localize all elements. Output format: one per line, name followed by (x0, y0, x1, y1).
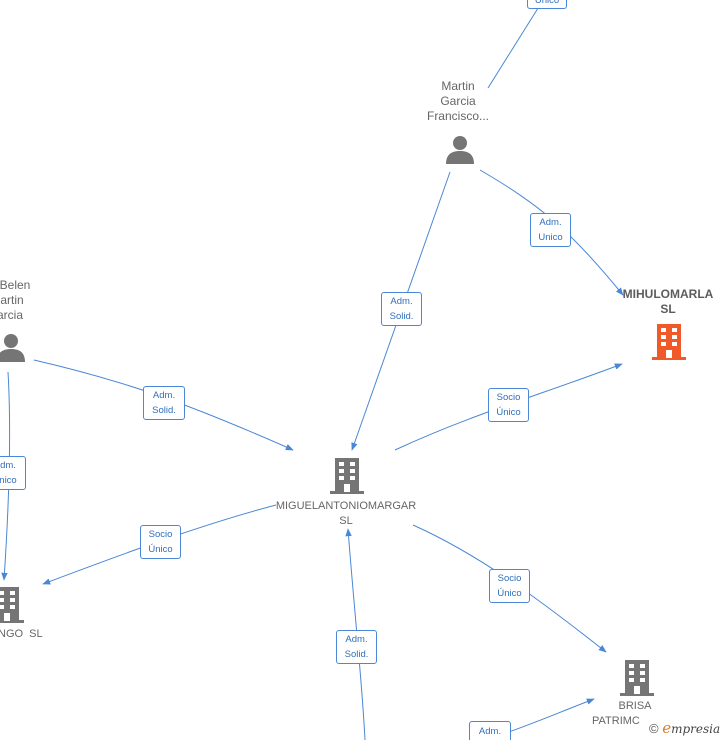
edge-label-socio-unico-bottom[interactable]: Socio Único (489, 569, 530, 603)
person-name-line3: Francisco... (426, 109, 489, 123)
person-name-line2: Garcia (440, 94, 476, 108)
building-icon[interactable] (652, 324, 686, 360)
person-name-line2: artin (0, 293, 24, 307)
edge-label-adm-solid-top[interactable]: Adm. Solid. (381, 292, 422, 326)
copyright-symbol: © (649, 721, 659, 736)
company-name-line2: PATRIMC (592, 715, 640, 727)
company-name-line1: MIGUELANTONIOMARGAR (275, 500, 417, 512)
person-name-line3: arcia (0, 308, 23, 322)
company-name-line1: MIHULOMARLA (622, 287, 714, 301)
edge-label-adm-unico-left[interactable]: dm. nico (0, 456, 26, 490)
person-icon[interactable] (0, 332, 26, 362)
company-miguelantonio-label[interactable]: MIGUELANTONIOMARGAR SL (268, 499, 424, 529)
empresia-watermark: © empresia (649, 719, 720, 737)
company-name-line2: SL (339, 515, 353, 527)
edge-label-adm-solid-left[interactable]: Adm. Solid. (143, 386, 185, 420)
edge-label-top-unico[interactable]: Unico (527, 0, 567, 9)
edge-label-adm-bottom-right[interactable]: Adm. (469, 721, 511, 740)
company-ngo-label[interactable]: NGO SL (0, 628, 43, 640)
brand-logo-text: mpresia (671, 722, 721, 736)
edge-label-socio-unico-left[interactable]: Socio Único (140, 525, 181, 559)
edge-bottom-to-brisa (499, 698, 595, 736)
brand-logo-initial: e (662, 719, 672, 737)
company-brisa-label[interactable]: BRISA PATRIMC (588, 699, 682, 729)
person-name-line1: Martin (441, 79, 475, 93)
person-martin-garcia-label[interactable]: Martin Garcia Francisco... (412, 79, 504, 124)
edge-label-socio-unico-right[interactable]: Socio Único (488, 388, 529, 422)
company-mihulomarla-label[interactable]: MIHULOMARLA SL (612, 287, 724, 317)
person-belen-martin-label[interactable]: Belen artin arcia (0, 278, 40, 323)
edge-label-adm-solid-bottom[interactable]: Adm. Solid. (336, 630, 377, 664)
person-icon[interactable] (445, 134, 475, 164)
company-name-line2: SL (660, 302, 676, 316)
building-icon[interactable] (0, 587, 24, 623)
edge-label-adm-unico-right[interactable]: Adm. Unico (530, 213, 571, 247)
building-icon[interactable] (620, 660, 654, 696)
edge-top-to-martin (487, 4, 541, 89)
building-icon[interactable] (330, 458, 364, 494)
person-name-line1: Belen (0, 278, 31, 292)
company-name-line1: BRISA (618, 700, 652, 712)
